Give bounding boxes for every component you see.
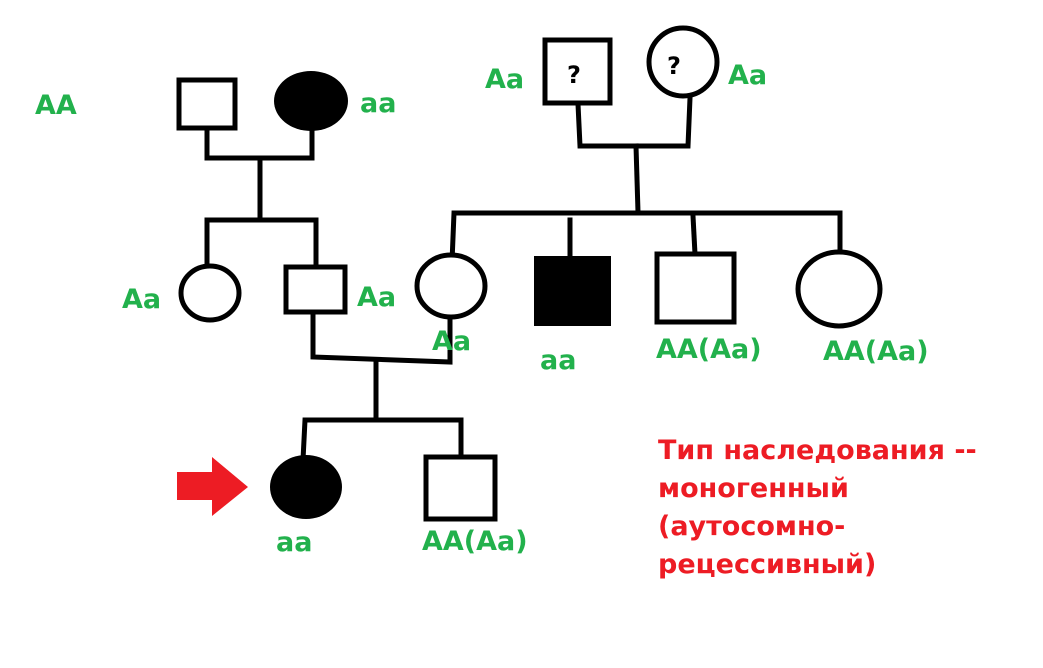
male-symbol-g2-father: [283, 264, 348, 315]
note-line-2: моногенный: [658, 473, 849, 504]
sibship-line-family1: [204, 217, 319, 271]
inheritance-type-note: Тип наследования -- моногенный (аутосомн…: [658, 432, 977, 584]
question-mark-father: ?: [567, 61, 581, 89]
male-symbol-g1-father: [176, 77, 238, 131]
male-symbol-g2-brother: [654, 251, 737, 325]
genotype-label-g3-brother: AA(Aa): [422, 526, 528, 557]
sibship-line-family2: [449, 210, 843, 265]
female-symbol-g2-sister2: [795, 249, 883, 329]
female-symbol-g2-mother: [414, 252, 488, 320]
note-line-3: (аутосомно-: [658, 511, 846, 542]
genotype-label-g2-sister2: AA(Aa): [823, 336, 929, 367]
male-symbol-g2-brother-affected: [534, 256, 611, 326]
genotype-label-g1-father: AA: [35, 90, 77, 121]
genotype-label-g3-proband: aa: [276, 527, 313, 558]
genotype-label-g1b-father: Aa: [485, 64, 525, 95]
genotype-label-g2-father: Aa: [357, 282, 397, 313]
question-mark-mother: ?: [667, 52, 681, 80]
genotype-label-g2-mother: Aa: [432, 326, 472, 357]
sibship-drop-brother: [690, 213, 698, 257]
proband-arrow-icon: [177, 457, 248, 516]
genotype-label-g2-sister: Aa: [122, 284, 162, 315]
female-symbol-g1b-mother: [646, 25, 720, 99]
marriage-line-family1: [204, 127, 315, 161]
note-line-1: Тип наследования --: [658, 435, 977, 466]
genotype-label-g1b-mother: Aa: [728, 60, 768, 91]
genotype-label-g2-brother: AA(Aa): [656, 334, 762, 365]
note-line-4: рецессивный): [658, 549, 877, 580]
female-symbol-g3-proband-affected: [270, 455, 342, 519]
genotype-label-g2-brother-affected: aa: [540, 345, 577, 376]
genotype-label-g1-mother: aa: [360, 88, 397, 119]
marriage-line-gen2: [310, 309, 453, 365]
female-symbol-g2-sister: [178, 263, 242, 323]
male-symbol-g3-brother: [423, 454, 498, 522]
sibship-line-gen3: [300, 417, 464, 463]
descent-line-family2: [633, 143, 641, 215]
male-symbol-g1b-father: [542, 37, 613, 106]
female-symbol-g1-mother-affected: [274, 71, 348, 131]
